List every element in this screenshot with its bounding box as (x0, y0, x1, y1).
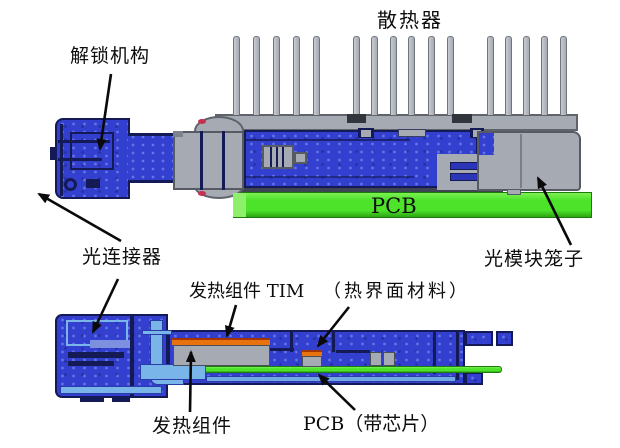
detail-bar (68, 352, 124, 358)
bottom-channel (206, 376, 456, 382)
heatsink-fin (233, 36, 240, 115)
ridged-latch-block (262, 145, 294, 169)
detail-line (58, 140, 110, 143)
endcap-edge-notch (50, 147, 57, 160)
detail-bar (68, 361, 114, 366)
under-channel (140, 364, 206, 380)
detail-line (246, 139, 410, 141)
red-marker-top (198, 119, 206, 124)
latch-tab (294, 152, 307, 164)
chip-tim (302, 350, 322, 356)
heatsink-fin (560, 36, 567, 115)
module-cage-label: 光模块笼子 (484, 248, 585, 270)
arrow-optical-connector-top (37, 192, 122, 243)
detail-line (332, 332, 335, 352)
heatsink-fin (408, 36, 415, 115)
detail-line (130, 316, 134, 396)
heatsink-fin (253, 36, 260, 115)
heatsink-fin (353, 36, 360, 115)
heatsink-fin (428, 36, 435, 115)
detail-line (270, 348, 294, 351)
tim-strip (172, 338, 270, 345)
heating-component-block (173, 345, 270, 366)
detail-line (336, 350, 370, 353)
tim-full-name-label: （热界面材料） (323, 281, 470, 302)
top-edge-strip (142, 330, 172, 335)
top-recess (398, 129, 426, 137)
body-upper-lip (465, 331, 493, 346)
detail-band (90, 340, 130, 348)
pcb-board-section (205, 366, 502, 373)
heatsink-clip (347, 114, 366, 123)
detail-line (520, 134, 522, 188)
heating-tim-label: 发热组件 TIM (189, 281, 305, 302)
cage-fork-area (437, 154, 481, 190)
heatsink-label: 散热器 (377, 8, 443, 32)
heatsink-fin (293, 36, 300, 115)
detail-step (173, 131, 183, 137)
ridge (270, 147, 272, 167)
bottom-strip (60, 386, 162, 394)
heatsink-clip (452, 114, 472, 123)
component-block (383, 352, 395, 366)
red-marker-bottom (198, 191, 206, 196)
latch-slide (173, 131, 244, 190)
body-end-block (496, 331, 513, 346)
body-lower-arm (465, 372, 483, 385)
heatsink-fin (487, 36, 494, 115)
pcb-light-band (233, 193, 246, 217)
foot-tab (80, 396, 104, 402)
detail-line (128, 133, 174, 136)
latch-panel-outline (70, 132, 114, 170)
detail-line (128, 180, 174, 183)
heatsink-fin (313, 36, 320, 115)
detail-line (222, 131, 225, 190)
detail-line (433, 332, 436, 374)
heatsink-fin (447, 36, 454, 115)
foot-tab (112, 396, 130, 402)
cage-inner-module (479, 133, 494, 155)
heatsink-fin (505, 36, 512, 115)
detail-line (58, 158, 102, 161)
optical-connector-label: 光连接器 (82, 246, 163, 268)
detail-line (246, 176, 414, 178)
heatsink-base (215, 114, 578, 131)
ridge (276, 147, 278, 167)
heating-component-label: 发热组件 (152, 415, 233, 437)
screw-hole (64, 178, 77, 191)
detail-block (86, 179, 100, 188)
detail-line (290, 332, 293, 352)
cage-foot (507, 189, 521, 195)
ridge (282, 147, 284, 167)
pcb-board-top (233, 192, 592, 218)
heatsink-fin (371, 36, 378, 115)
detail-line (200, 131, 203, 190)
top-notch-insert (361, 130, 371, 137)
heatsink-fin (523, 36, 530, 115)
heatsink-fin (390, 36, 397, 115)
heatsink-fin (273, 36, 280, 115)
chip-block (302, 356, 322, 367)
heatsink-fin (541, 36, 548, 115)
detail-line (456, 332, 459, 380)
pcb-label-top: PCB (371, 194, 417, 218)
component-block (370, 352, 382, 366)
pcb-chip-label: PCB（带芯片） (303, 413, 440, 435)
module-neck (128, 133, 174, 183)
unlock-mechanism-label: 解锁机构 (70, 45, 151, 67)
